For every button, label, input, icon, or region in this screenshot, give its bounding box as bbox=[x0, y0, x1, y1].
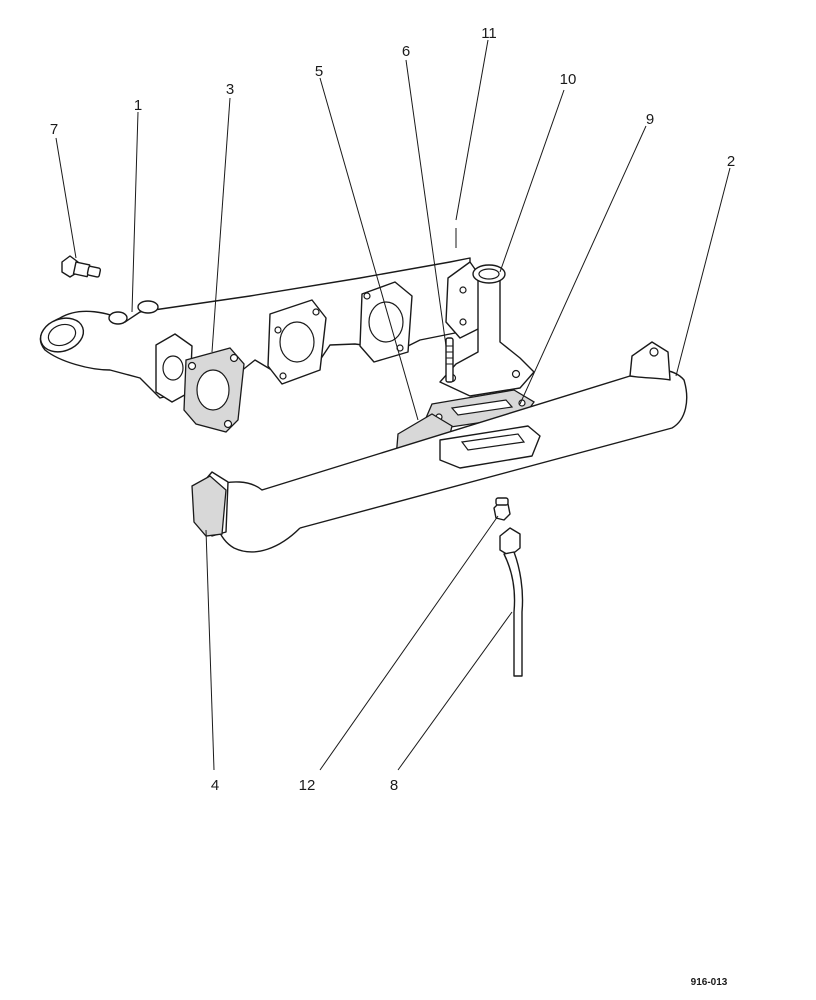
callout-11: 11 bbox=[481, 25, 497, 42]
callout-12: 12 bbox=[299, 777, 316, 794]
part-6-stud bbox=[445, 337, 454, 383]
figure-code: 916-013 bbox=[691, 977, 728, 988]
callout-9: 9 bbox=[646, 111, 654, 128]
part-4-front-gasket bbox=[191, 475, 227, 537]
part-12-union-fitting bbox=[493, 497, 511, 521]
part-8-drain-tube bbox=[499, 527, 524, 677]
callout-10: 10 bbox=[560, 71, 577, 88]
part-1-exhaust-manifold bbox=[39, 257, 485, 403]
callout-6: 6 bbox=[402, 43, 410, 60]
callout-labels: 7 1 3 5 6 11 10 9 2 4 12 8 bbox=[50, 25, 735, 794]
callout-1: 1 bbox=[134, 97, 142, 114]
callout-8: 8 bbox=[390, 777, 398, 794]
callout-4: 4 bbox=[211, 777, 219, 794]
part-7-sensor bbox=[61, 255, 102, 278]
part-10-outlet-riser bbox=[439, 264, 535, 397]
leader-lines bbox=[55, 39, 731, 771]
callout-5: 5 bbox=[315, 63, 323, 80]
callout-3: 3 bbox=[226, 81, 234, 98]
callout-7: 7 bbox=[50, 121, 58, 138]
part-3-gasket bbox=[183, 347, 245, 433]
callout-2: 2 bbox=[727, 153, 735, 170]
part-2-exhaust-pipe bbox=[197, 341, 688, 553]
